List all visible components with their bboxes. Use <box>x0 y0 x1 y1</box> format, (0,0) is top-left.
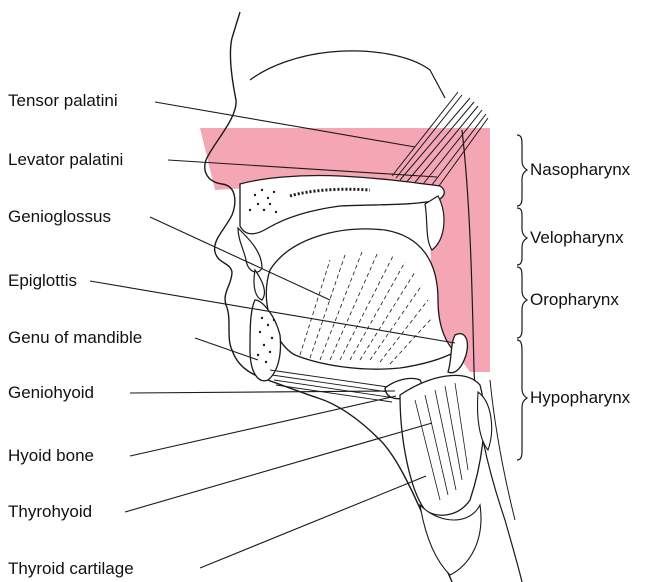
label-thyroid-cartilage: Thyroid cartilage <box>8 559 134 578</box>
label-velopharynx: Velopharynx <box>530 228 624 247</box>
label-nasopharynx: Nasopharynx <box>530 160 631 179</box>
neck-back-line <box>490 380 515 520</box>
label-geniohyoid: Geniohyoid <box>8 383 94 402</box>
tongue <box>266 229 455 369</box>
label-tensor-palatini: Tensor palatini <box>8 91 118 110</box>
lower-incisor <box>254 270 264 300</box>
geniohyoid-fibers <box>270 370 395 402</box>
thyrohyoid-leader <box>125 423 432 512</box>
cricoid-area <box>420 505 481 575</box>
label-epiglottis: Epiglottis <box>8 271 77 290</box>
region-brackets <box>517 135 527 460</box>
skull-outline <box>250 51 445 98</box>
label-levator-palatini: Levator palatini <box>8 150 123 169</box>
label-oropharynx: Oropharynx <box>530 290 619 309</box>
nasopharynx-bracket <box>517 135 527 206</box>
label-thyrohyoid: Thyrohyoid <box>8 502 92 521</box>
thyroid-cartilage-leader <box>200 476 426 568</box>
label-hyoid-bone: Hyoid bone <box>8 446 94 465</box>
label-hypopharynx: Hypopharynx <box>530 388 631 407</box>
upper-lip-teeth <box>238 228 262 272</box>
hyoid-bone-leader <box>130 396 396 456</box>
velopharynx-bracket <box>517 208 527 265</box>
label-genioglossus: Genioglossus <box>8 207 111 226</box>
genu-of-mandible-leader <box>195 338 258 360</box>
thyroid-cartilage-shape <box>400 375 484 515</box>
label-genu-of-mandible: Genu of mandible <box>8 328 142 347</box>
oropharynx-bracket <box>517 267 527 338</box>
hypopharynx-bracket <box>517 340 527 460</box>
